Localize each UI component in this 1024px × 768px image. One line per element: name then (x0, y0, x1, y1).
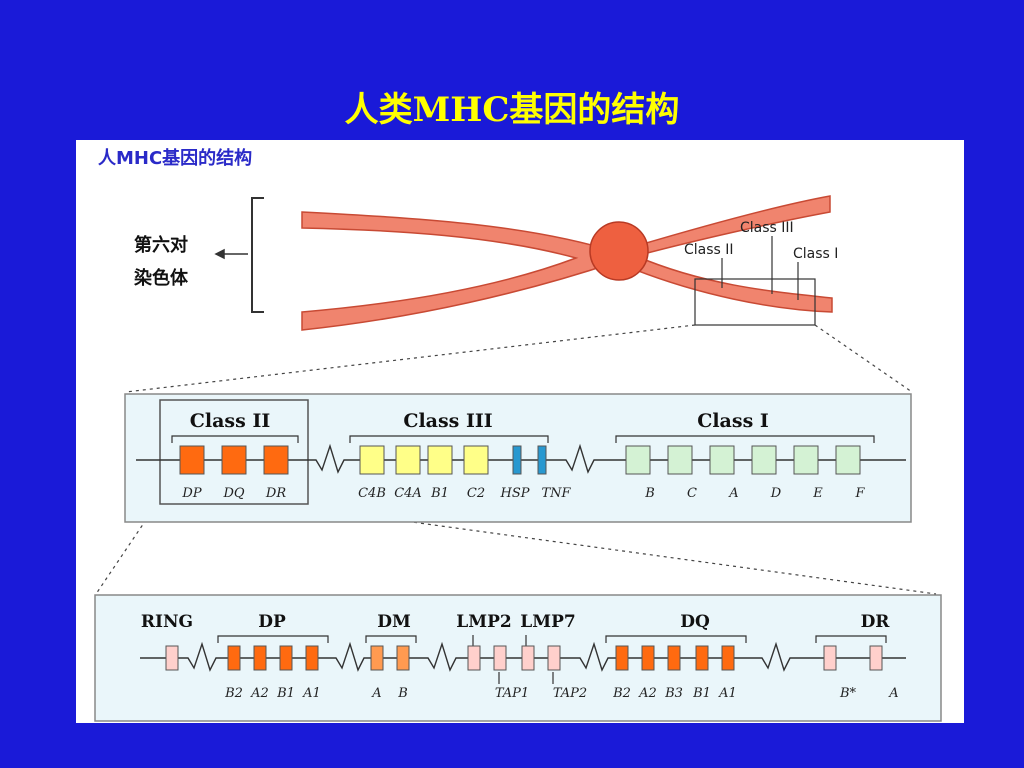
class2-highlight-box (159, 399, 309, 505)
label-arrow (214, 248, 248, 260)
class1-gene-label-d: D (770, 486, 782, 501)
middle-brackets (171, 435, 875, 443)
ring-heading: RING (141, 612, 193, 632)
dp-gene-a2 (253, 645, 267, 671)
class2-gene-label-dr: DR (265, 486, 286, 501)
class2-gene-dq (221, 445, 247, 475)
centromere (589, 221, 649, 281)
class2-gene-label-dq: DQ (222, 486, 244, 501)
dp-gene-label-b1: B1 (276, 686, 295, 701)
dm-gene-label-a: A (371, 686, 381, 701)
class1-heading: Class I (697, 410, 769, 432)
class3-gene-label-hsp: HSP (500, 486, 530, 501)
class3-gene-label-tnf: TNF (541, 486, 571, 501)
class3-gene-label-c4a: C4A (394, 486, 422, 501)
bottom-gene-labels: B2 A2 B1 A1 A B TAP1 TAP2 B2 A2 B3 B1 A1 B* A (224, 686, 899, 701)
lmp-tap-gene-4 (547, 645, 561, 671)
bottom-brackets (217, 635, 887, 684)
class1-gene-c (667, 445, 693, 475)
class1-gene-f (835, 445, 861, 475)
class1-gene-a (709, 445, 735, 475)
dq-heading: DQ (680, 612, 710, 632)
lmp2-heading: LMP2 (456, 612, 511, 632)
middle-gene-boxes (179, 445, 861, 475)
dr-gene-0 (823, 645, 837, 671)
class2-gene-dp (179, 445, 205, 475)
dq-gene-1 (641, 645, 655, 671)
lmp-tap-gene-2 (493, 645, 507, 671)
chrom-label-class3: Class III (740, 220, 794, 236)
dp-heading: DP (258, 612, 286, 632)
dq-gene-3 (695, 645, 709, 671)
class1-gene-d (751, 445, 777, 475)
chrom-label-class2: Class II (684, 242, 734, 258)
class1-gene-label-b: B (644, 486, 655, 501)
dm-gene-a (370, 645, 384, 671)
mhc-figure: 人MHC基因的结构 第六对 染色体 Class II Class III Cla… (94, 147, 942, 722)
chromosome-label-line1: 第六对 (134, 234, 188, 256)
dp-gene-label-a1: A1 (302, 686, 321, 701)
dq-gene-label-3: B1 (692, 686, 711, 701)
chrom-region-ticks (721, 236, 799, 300)
ring-gene (165, 645, 179, 671)
class1-gene-label-f: F (854, 486, 865, 501)
inner-title: 人MHC基因的结构 (98, 147, 252, 169)
dp-gene-label-b2: B2 (224, 686, 243, 701)
chrom-label-class1: Class I (793, 246, 838, 262)
class3-gene-c4b (359, 445, 385, 475)
dq-gene-label-4: A1 (718, 686, 737, 701)
class3-gene-label-b1: B1 (430, 486, 449, 501)
class3-gene-label-c2: C2 (467, 486, 485, 501)
class2-heading: Class II (190, 410, 271, 432)
class3-heading: Class III (403, 410, 492, 432)
dp-gene-a1 (305, 645, 319, 671)
dr-gene-label-0: B* (839, 686, 857, 701)
dr-gene-label-1: A (888, 686, 898, 701)
class3-gene-label-c4b: C4B (358, 486, 386, 501)
dm-heading: DM (377, 612, 411, 632)
lmp7-heading: LMP7 (520, 612, 575, 632)
dq-gene-0 (615, 645, 629, 671)
chromosome-bracket (251, 197, 264, 313)
chromosome-label-line2: 染色体 (133, 267, 189, 289)
dq-gene-label-2: B3 (664, 686, 683, 701)
middle-baseline (136, 443, 906, 474)
figure-panel: 人MHC基因的结构 第六对 染色体 Class II Class III Cla… (76, 140, 964, 723)
dr-heading: DR (861, 612, 891, 632)
tap2-label: TAP2 (553, 686, 587, 701)
slide-title: 人类MHC基因的结构 (344, 90, 680, 130)
class3-gene-tnf (537, 445, 547, 475)
class1-gene-label-c: C (687, 486, 697, 501)
lmp-tap-gene-3 (521, 645, 535, 671)
bottom-gene-boxes (165, 645, 883, 671)
dq-gene-label-1: A2 (638, 686, 657, 701)
class1-gene-label-a: A (728, 486, 738, 501)
dq-gene-4 (721, 645, 735, 671)
dq-gene-2 (667, 645, 681, 671)
class2-gene-dr (263, 445, 289, 475)
class3-gene-c2 (463, 445, 489, 475)
lmp-tap-gene-1 (467, 645, 481, 671)
class1-gene-label-e: E (812, 486, 823, 501)
dp-gene-b1 (279, 645, 293, 671)
class3-gene-b1 (427, 445, 453, 475)
class3-gene-hsp (512, 445, 522, 475)
class1-gene-e (793, 445, 819, 475)
tap1-label: TAP1 (495, 686, 529, 701)
bottom-baseline (140, 641, 906, 672)
dq-gene-label-0: B2 (612, 686, 631, 701)
dp-gene-label-a2: A2 (250, 686, 269, 701)
class1-gene-b (625, 445, 651, 475)
dm-gene-b (396, 645, 410, 671)
middle-gene-labels: DP DQ DR C4B C4A B1 C2 HSP TNF B C A D E F (181, 486, 865, 501)
dm-gene-label-b: B (397, 686, 408, 701)
dp-gene-b2 (227, 645, 241, 671)
dr-gene-1 (869, 645, 883, 671)
class3-gene-c4a (395, 445, 421, 475)
zoom-box-top (694, 278, 816, 326)
class2-gene-label-dp: DP (181, 486, 201, 501)
chromosome (301, 195, 833, 331)
